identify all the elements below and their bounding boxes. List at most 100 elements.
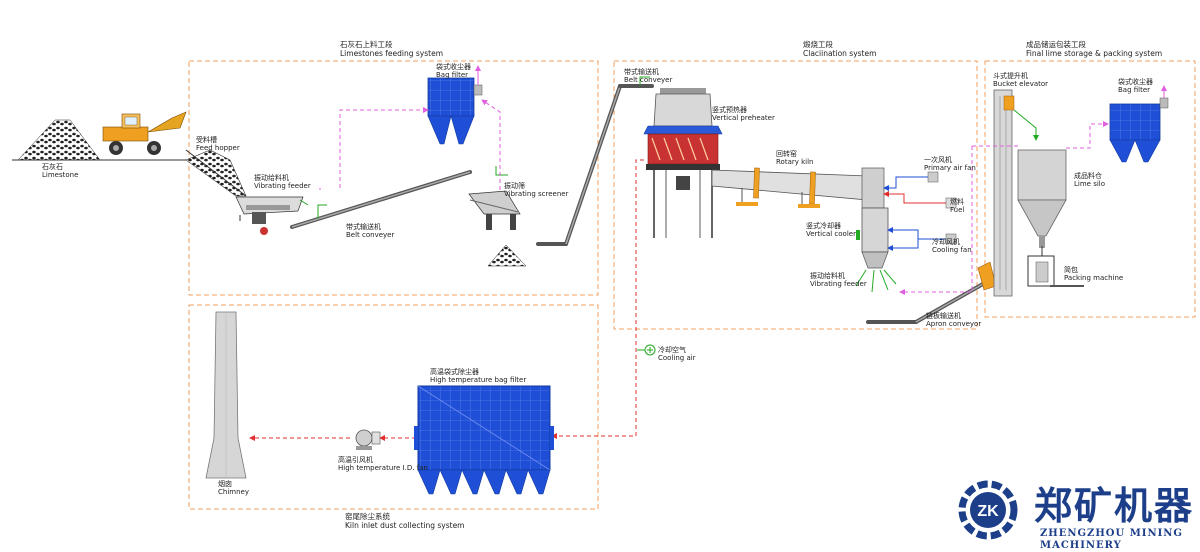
apron-conveyor-en: Apron conveyor: [926, 320, 982, 328]
feed-hopper-cn: 受料槽: [196, 136, 217, 144]
rotary-kiln-en: Rotary kiln: [776, 158, 814, 166]
dust-section-boundary: [188, 304, 599, 510]
label-cooling-fan: 冷却风机 Cooling fan: [932, 238, 972, 254]
brand-name-en: ZHENGZHOU MINING MACHINERY: [1040, 528, 1183, 551]
chimney-en: Chimney: [218, 488, 249, 496]
wheel-loader: [102, 111, 187, 155]
label-limestone: 石灰石 Limestone: [42, 163, 78, 179]
vibrating-screener-cn: 振动筛: [504, 182, 525, 190]
label-ht-id-fan: 高温引风机 High temperature I.D. fan: [338, 456, 428, 472]
label-bag-filter-2: 袋式收尘器 Bag filter: [1118, 78, 1153, 94]
belt-conveyor-1: [290, 170, 472, 229]
belt-conveyor-1-en: Belt conveyer: [346, 231, 395, 239]
brand-name-cn: 郑矿机器: [1034, 484, 1195, 528]
label-fuel: 燃料 Fuel: [950, 198, 964, 214]
limestone-pile: [12, 119, 190, 161]
hot-gas-line: [249, 159, 644, 441]
dust-lines-feeding: [319, 99, 501, 190]
cooling-air-inlet: [637, 344, 656, 356]
belt-conveyor-2-en: Belt conveyer: [624, 76, 673, 84]
label-cooling-air: 冷却空气 Cooling air: [658, 346, 696, 362]
primary-air-fan-cn: 一次风机: [924, 156, 952, 164]
label-chimney: 烟囱 Chimney: [218, 480, 249, 496]
label-bag-filter-1: 袋式收尘器 Bag filter: [436, 63, 471, 79]
belt-conveyor-1-cn: 带式输送机: [346, 223, 381, 231]
primary-air-fan-en: Primary air fan: [924, 164, 976, 172]
label-apron-conveyor: 链板输送机 Apron conveyor: [926, 312, 981, 328]
brand-logo: ZK: [958, 480, 1018, 540]
vibrating-feeder-2: [855, 269, 897, 293]
storage-section-cn: 成品储运包装工段: [1026, 40, 1086, 49]
label-belt-conveyor-1: 带式输送机 Belt conveyer: [346, 223, 394, 239]
packing-machine-en: Packing machine: [1064, 274, 1124, 282]
feeding-section-boundary: [188, 60, 599, 296]
packing-machine: [1027, 246, 1084, 287]
belt-conveyor-2-cn: 带式输送机: [624, 68, 659, 76]
belt-conveyor-2: [536, 76, 654, 246]
bag-filter-1-en: Bag filter: [436, 71, 469, 79]
limestone-en: Limestone: [42, 171, 79, 179]
rotary-kiln-cn: 回转窑: [776, 150, 797, 158]
label-lime-silo: 成品料仓 Lime silo: [1074, 172, 1105, 188]
bag-filter-2: [1066, 85, 1169, 163]
dust-lines-calcination: [899, 145, 1018, 295]
ht-bag-filter-cn: 高温袋式除尘器: [430, 368, 479, 376]
ht-id-fan-en: High temperature I.D. fan: [338, 464, 428, 472]
cooling-fan: [887, 227, 957, 251]
cooling-fan-en: Cooling fan: [932, 246, 972, 254]
label-rotary-kiln: 回转窑 Rotary kiln: [776, 150, 814, 166]
apron-conveyor-cn: 链板输送机: [926, 312, 961, 320]
label-ht-bag-filter: 高温袋式除尘器 High temperature bag filter: [430, 368, 526, 384]
ht-id-fan: [355, 429, 381, 450]
label-vertical-cooler: 竖式冷却器 Vertical cooler: [806, 222, 856, 238]
vibrating-feeder-2-cn: 振动给料机: [810, 272, 845, 280]
bag-filter-1-cn: 袋式收尘器: [436, 63, 471, 71]
cooling-fan-cn: 冷却风机: [932, 238, 960, 246]
vertical-cooler: [856, 207, 889, 269]
fuel-en: Fuel: [950, 206, 965, 214]
vibrating-feeder-1: [235, 196, 309, 235]
dust-section-label: 窑尾除尘系统 Kiln inlet dust collecting system: [345, 512, 464, 530]
lime-silo-cn: 成品料仓: [1074, 172, 1102, 180]
vibrating-feeder-2-en: Vibrating feeder: [810, 280, 867, 288]
vertical-preheater-en: Vertical preheater: [712, 114, 775, 122]
storage-section-label: 成品储运包装工段 Final lime storage & packing sy…: [1026, 40, 1162, 58]
vertical-preheater: [643, 88, 723, 238]
fuel-feed: [883, 191, 957, 209]
calcination-section-label: 煅烧工段 Claciination system: [803, 40, 876, 58]
ht-bag-filter-en: High temperature bag filter: [430, 376, 527, 384]
label-packing-machine: 简包 Packing machine: [1064, 266, 1123, 282]
vibrating-screener: [468, 166, 521, 230]
bucket-elevator-cn: 斗式提升机: [993, 72, 1028, 80]
apron-conveyor: [866, 261, 997, 324]
feed-hopper-en: Feed hopper: [196, 144, 240, 152]
label-vibrating-feeder-2: 振动给料机 Vibrating feeder: [810, 272, 867, 288]
section-boundaries: [188, 60, 1196, 510]
chimney-cn: 烟囱: [218, 480, 232, 488]
vertical-cooler-cn: 竖式冷却器: [806, 222, 841, 230]
fuel-cn: 燃料: [950, 198, 964, 206]
calcination-section-cn: 煅烧工段: [803, 40, 833, 49]
storage-section-boundary: [984, 60, 1196, 318]
label-feed-hopper: 受料槽 Feed hopper: [196, 136, 240, 152]
ht-id-fan-cn: 高温引风机: [338, 456, 373, 464]
feeding-section-en: Limestones feeding system: [340, 49, 444, 58]
bag-filter-2-cn: 袋式收尘器: [1118, 78, 1153, 86]
lime-silo-en: Lime silo: [1074, 180, 1106, 188]
storage-section-en: Final lime storage & packing system: [1026, 49, 1163, 58]
vertical-cooler-en: Vertical cooler: [806, 230, 856, 238]
limestone-cn: 石灰石: [42, 163, 63, 171]
vibrating-feeder-1-en: Vibrating feeder: [254, 182, 311, 190]
bag-filter-1: [427, 65, 483, 145]
bucket-elevator-en: Bucket elevator: [993, 80, 1049, 88]
feeding-section-cn: 石灰石上料工段: [340, 40, 393, 49]
calcination-section-boundary: [613, 60, 978, 330]
chimney: [205, 311, 247, 479]
vertical-preheater-cn: 竖式预热器: [712, 106, 747, 114]
dust-section-en: Kiln inlet dust collecting system: [345, 521, 465, 530]
vibrating-feeder-1-cn: 振动给料机: [254, 174, 289, 182]
cooling-air-cn: 冷却空气: [658, 346, 686, 354]
label-vibrating-screener: 振动筛 Vibrating screener: [504, 182, 568, 198]
label-bucket-elevator: 斗式提升机 Bucket elevator: [993, 72, 1048, 88]
